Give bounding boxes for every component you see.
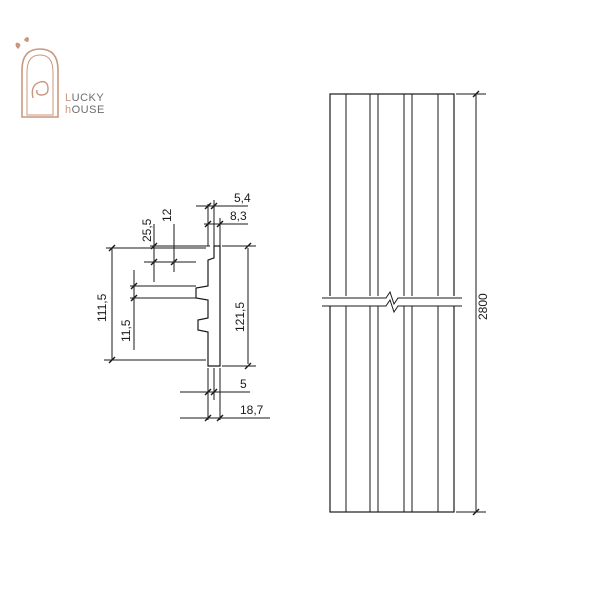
dim-label-slat-face: 5,4	[234, 191, 251, 205]
dim-label-total-height: 121,5	[233, 302, 247, 332]
logo-line-2: hOUSE	[65, 104, 105, 116]
profile-section	[104, 200, 270, 420]
dim-label-base-thickness: 5	[240, 377, 247, 391]
profile-outline	[195, 245, 221, 367]
leaf-icon	[15, 37, 29, 49]
dim-label-visible-height: 111,5	[95, 293, 109, 322]
dim-label-groove-width: 11,5	[119, 319, 133, 342]
dim-label-total-depth: 18,7	[240, 403, 264, 417]
break-line-bottom	[322, 298, 462, 314]
dim-label-top-offset: 25,5	[140, 218, 154, 242]
dim-label-groove-top: 12	[160, 208, 174, 222]
dim-label-length: 2800	[476, 293, 490, 320]
panel-elevation	[320, 93, 486, 513]
lucky-house-logo: LUCKY hOUSE	[15, 37, 105, 118]
logo-line-1: LUCKY	[65, 92, 104, 104]
break-line-top	[322, 290, 462, 306]
dim-label-slat-depth: 8,3	[230, 209, 247, 223]
arch-emblem-icon	[21, 48, 59, 118]
dimension-ticks	[108, 202, 252, 422]
